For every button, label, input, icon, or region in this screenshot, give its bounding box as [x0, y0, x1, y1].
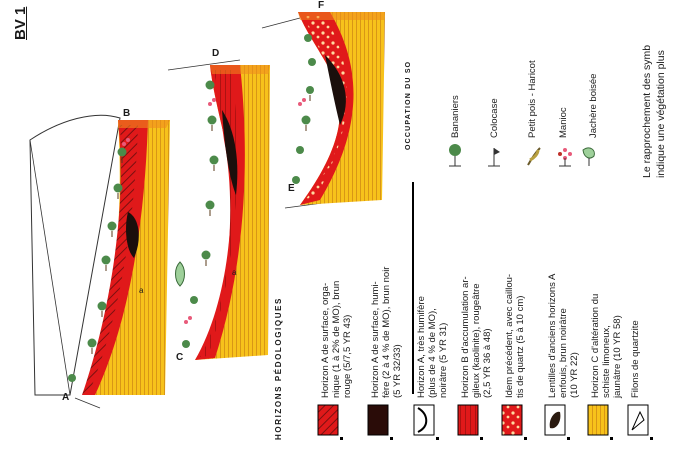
land-use-petit-pois-haricot: Petit pois - Haricot — [527, 60, 538, 138]
horizon-item-3-text: Horizon A, très humifère(plus de 4 % de … — [416, 296, 449, 398]
section-divider — [412, 182, 414, 394]
horizon-item-5-text: Idem précédent, avec caillou-tis de quar… — [504, 274, 526, 398]
note-text: Le rapprochement des symb indique une vé… — [640, 45, 668, 178]
quartzite-vein-label-2: a — [232, 268, 236, 277]
point-label-c: C — [176, 352, 183, 363]
point-label-d: D — [212, 48, 219, 59]
point-label-b: B — [123, 108, 130, 119]
soil-horizons-title: HORIZONS PÉDOLOGIQUES — [274, 297, 283, 440]
horizon-item-1-text: Horizon A de surface, orga-nique (1 à 2%… — [320, 281, 353, 398]
profile-e-f — [262, 12, 385, 208]
horizon-item-4-text: Horizon B d'accumulation ar-gileux (kaol… — [460, 276, 493, 398]
point-label-a: A — [62, 392, 69, 403]
point-label-e: E — [288, 183, 295, 194]
land-use-bananiers: Bananiers — [450, 95, 461, 138]
profile-a-b — [30, 115, 170, 408]
point-label-f: F — [318, 0, 324, 11]
horizon-item-8-text: Filons de quartzite — [630, 320, 641, 398]
land-use-jachere-boisee: Jachère boisée — [588, 74, 599, 138]
land-use-manioc: Manioc — [558, 107, 569, 138]
horizon-item-2-text: Horizon A de surface, humi-fère (2 à 4 %… — [370, 267, 403, 398]
profile-c-d — [168, 60, 270, 360]
land-use-colocase: Colocase — [489, 98, 500, 138]
quartzite-vein-label-1: a — [139, 286, 143, 295]
figure-title: BV 1 — [12, 7, 29, 40]
land-use-title: OCCUPATION DU SO — [405, 61, 412, 150]
